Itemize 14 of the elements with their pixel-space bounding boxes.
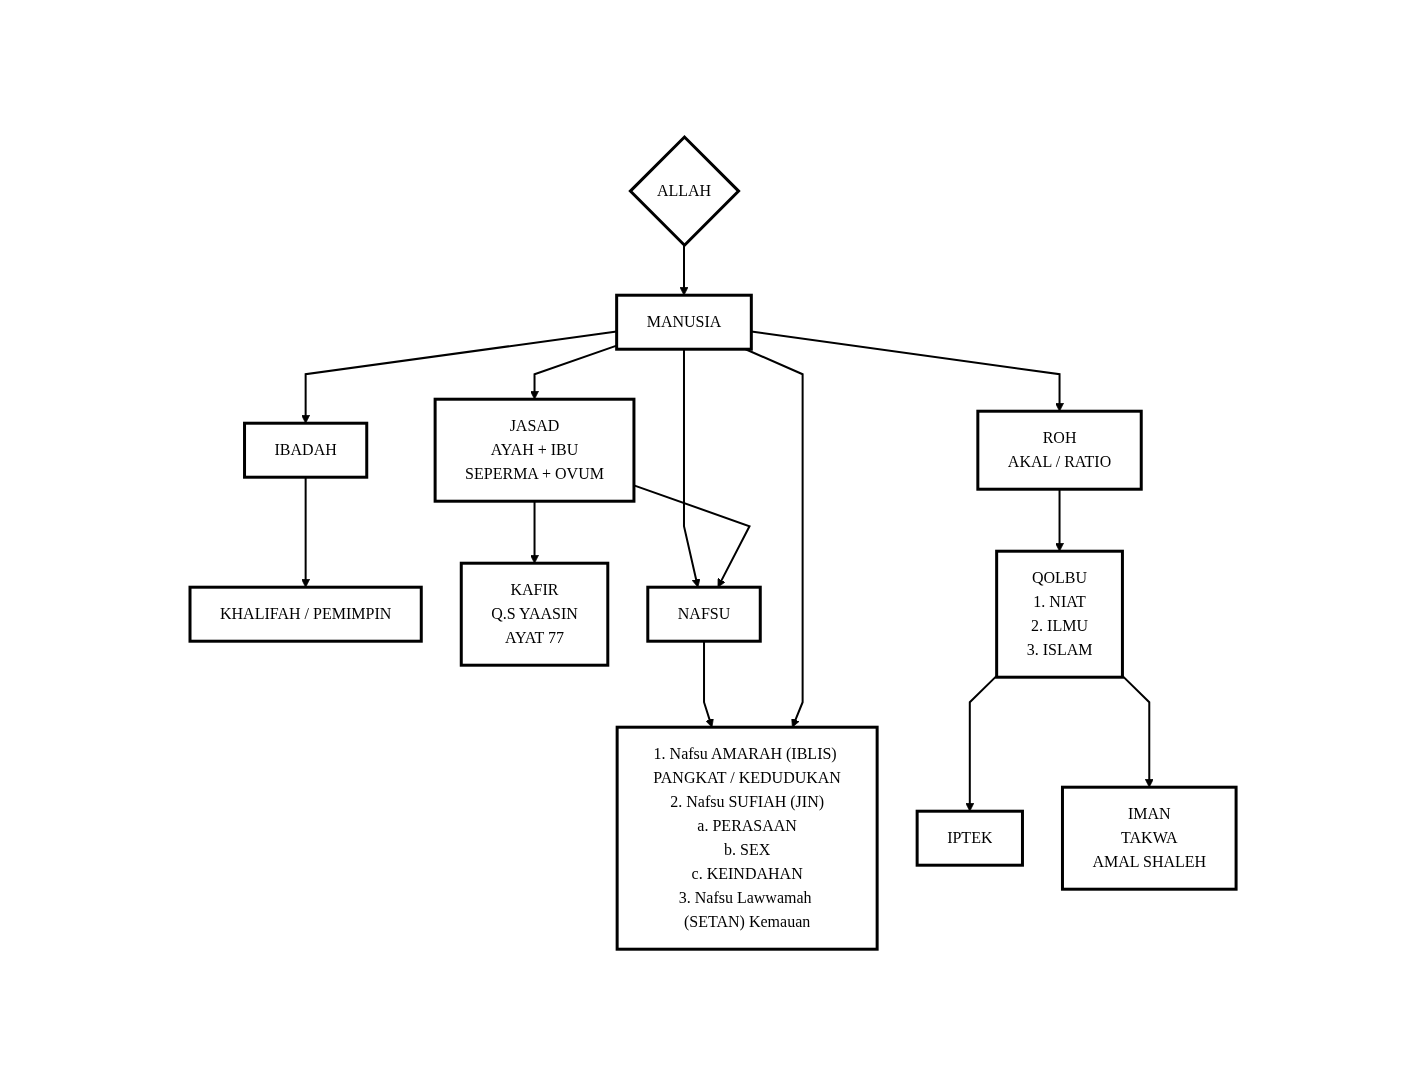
node-box: IPTEK: [916, 810, 1025, 868]
arrow: [1121, 675, 1155, 788]
node-box: IBADAH: [243, 422, 369, 480]
node-box: NAFSU: [646, 586, 763, 644]
node-box: ROH AKAL / RATIO: [976, 410, 1144, 492]
node-diamond: ALLAH: [628, 135, 742, 248]
node-box: JASAD AYAH + IBU SEPERMA + OVUM: [434, 398, 636, 504]
node-box: 1. Nafsu AMARAH (IBLIS) PANGKAT / KEDUDUKAN 2. Nafsu SUFIAH (JIN) a. PERASAAN b. SEX c. KEINDAHAN 3. Nafsu Lawwamah (SETAN) Kemauan: [616, 726, 880, 952]
node-box: KHALIFAH / PEMIMPIN: [188, 586, 424, 644]
arrow: [680, 244, 689, 296]
node-box: IMAN TAKWA AMAL SHALEH: [1061, 786, 1239, 892]
node-box: MANUSIA: [615, 294, 754, 352]
node-box: QOLBU 1. NIAT 2. ILMU 3. ISLAM: [995, 550, 1125, 680]
node-box: KAFIR Q.S YAASIN AYAT 77: [460, 562, 610, 668]
